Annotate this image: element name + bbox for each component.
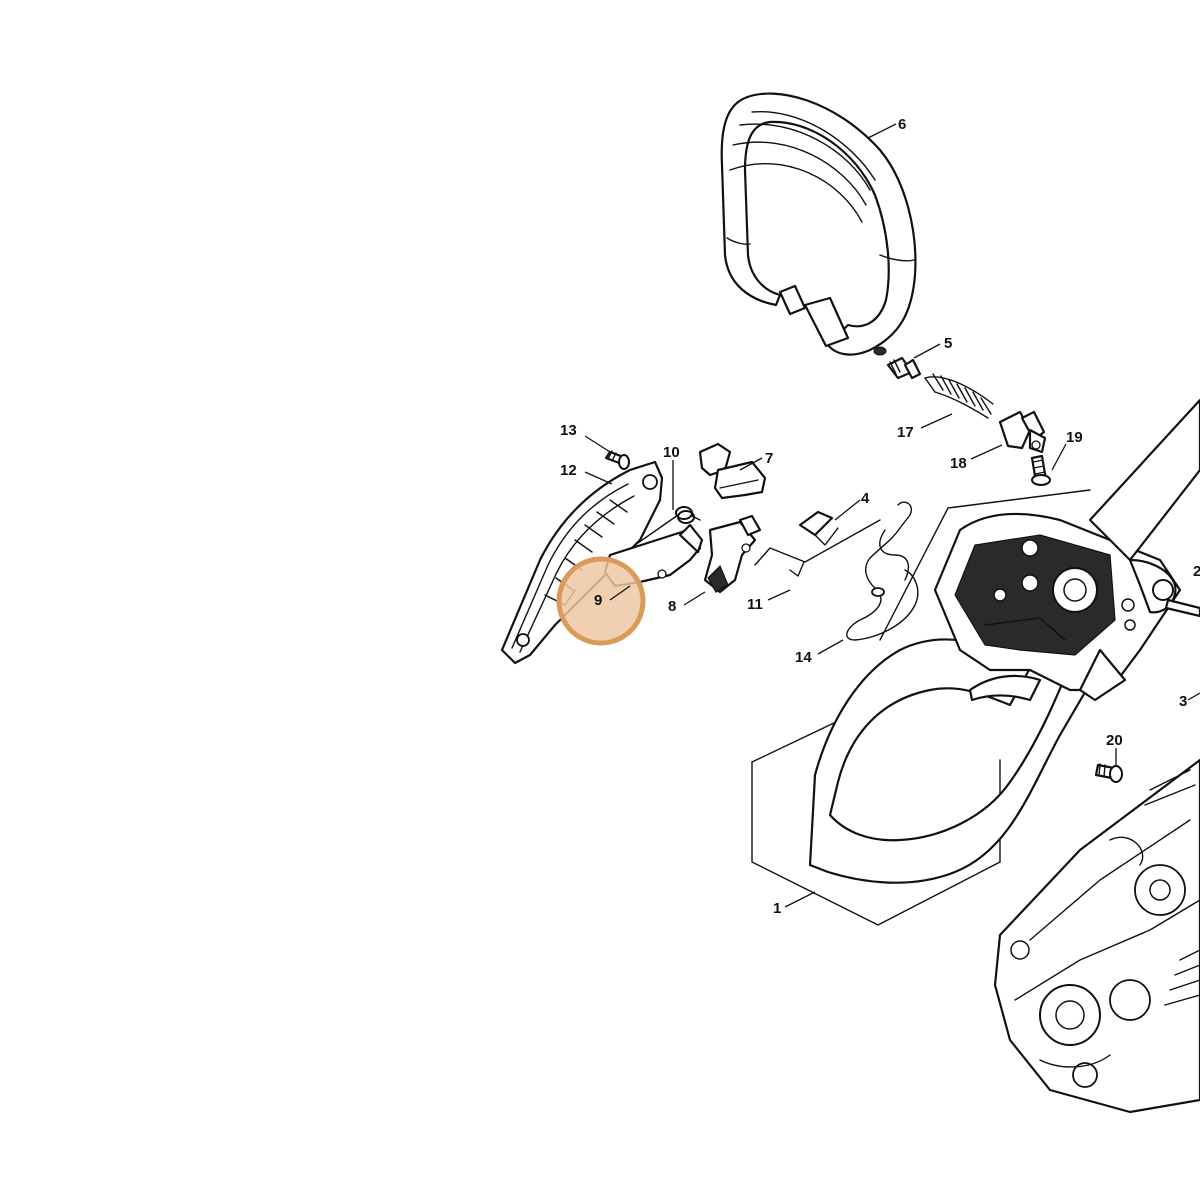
engine-crankcase bbox=[993, 758, 1200, 1114]
screw-part-20[interactable] bbox=[1094, 763, 1123, 783]
callout-label-8[interactable]: 8 bbox=[668, 598, 676, 615]
rear-handle-housing[interactable] bbox=[751, 398, 1200, 926]
bolt-part-2[interactable] bbox=[1164, 598, 1200, 618]
callout-label-19[interactable]: 19 bbox=[1066, 429, 1083, 446]
callout-label-4[interactable]: 4 bbox=[861, 490, 870, 507]
callout-label-1[interactable]: 1 bbox=[773, 900, 781, 917]
spring-part-17[interactable] bbox=[924, 373, 994, 419]
screw-part-13[interactable] bbox=[604, 450, 630, 470]
front-handlebar[interactable] bbox=[720, 92, 917, 356]
callout-label-20[interactable]: 20 bbox=[1106, 732, 1123, 749]
highlight-marker bbox=[556, 556, 646, 646]
interlock-lever-part-7[interactable] bbox=[698, 442, 767, 500]
callout-label-3[interactable]: 3 bbox=[1179, 693, 1187, 710]
throttle-rod-part-11[interactable] bbox=[754, 519, 881, 577]
callout-label-17[interactable]: 17 bbox=[897, 424, 914, 441]
callout-leaders bbox=[584, 123, 1200, 908]
callout-label-12[interactable]: 12 bbox=[560, 462, 577, 479]
callout-label-18[interactable]: 18 bbox=[950, 455, 967, 472]
screw-part-19[interactable] bbox=[1030, 454, 1051, 486]
callout-label-5[interactable]: 5 bbox=[944, 335, 952, 352]
callout-labels: 1 2 3 4 5 6 7 8 9 10 11 12 13 14 17 18 1… bbox=[560, 116, 1200, 917]
callout-label-9[interactable]: 9 bbox=[594, 592, 602, 609]
callout-label-6[interactable]: 6 bbox=[898, 116, 906, 133]
callout-label-7[interactable]: 7 bbox=[765, 450, 773, 467]
callout-label-10[interactable]: 10 bbox=[663, 444, 680, 461]
torsion-spring-part-10[interactable] bbox=[634, 506, 701, 546]
callout-label-11[interactable]: 11 bbox=[747, 596, 763, 613]
callout-label-2[interactable]: 2 bbox=[1193, 563, 1200, 580]
buffer-part-18[interactable] bbox=[998, 410, 1047, 454]
switch-shaft-part-8[interactable] bbox=[703, 514, 762, 594]
callout-label-13[interactable]: 13 bbox=[560, 422, 577, 439]
callout-label-14[interactable]: 14 bbox=[795, 649, 812, 666]
screw-part-5[interactable] bbox=[886, 356, 922, 380]
clip-part-4[interactable] bbox=[798, 510, 839, 546]
wire-part-14[interactable] bbox=[846, 501, 919, 641]
